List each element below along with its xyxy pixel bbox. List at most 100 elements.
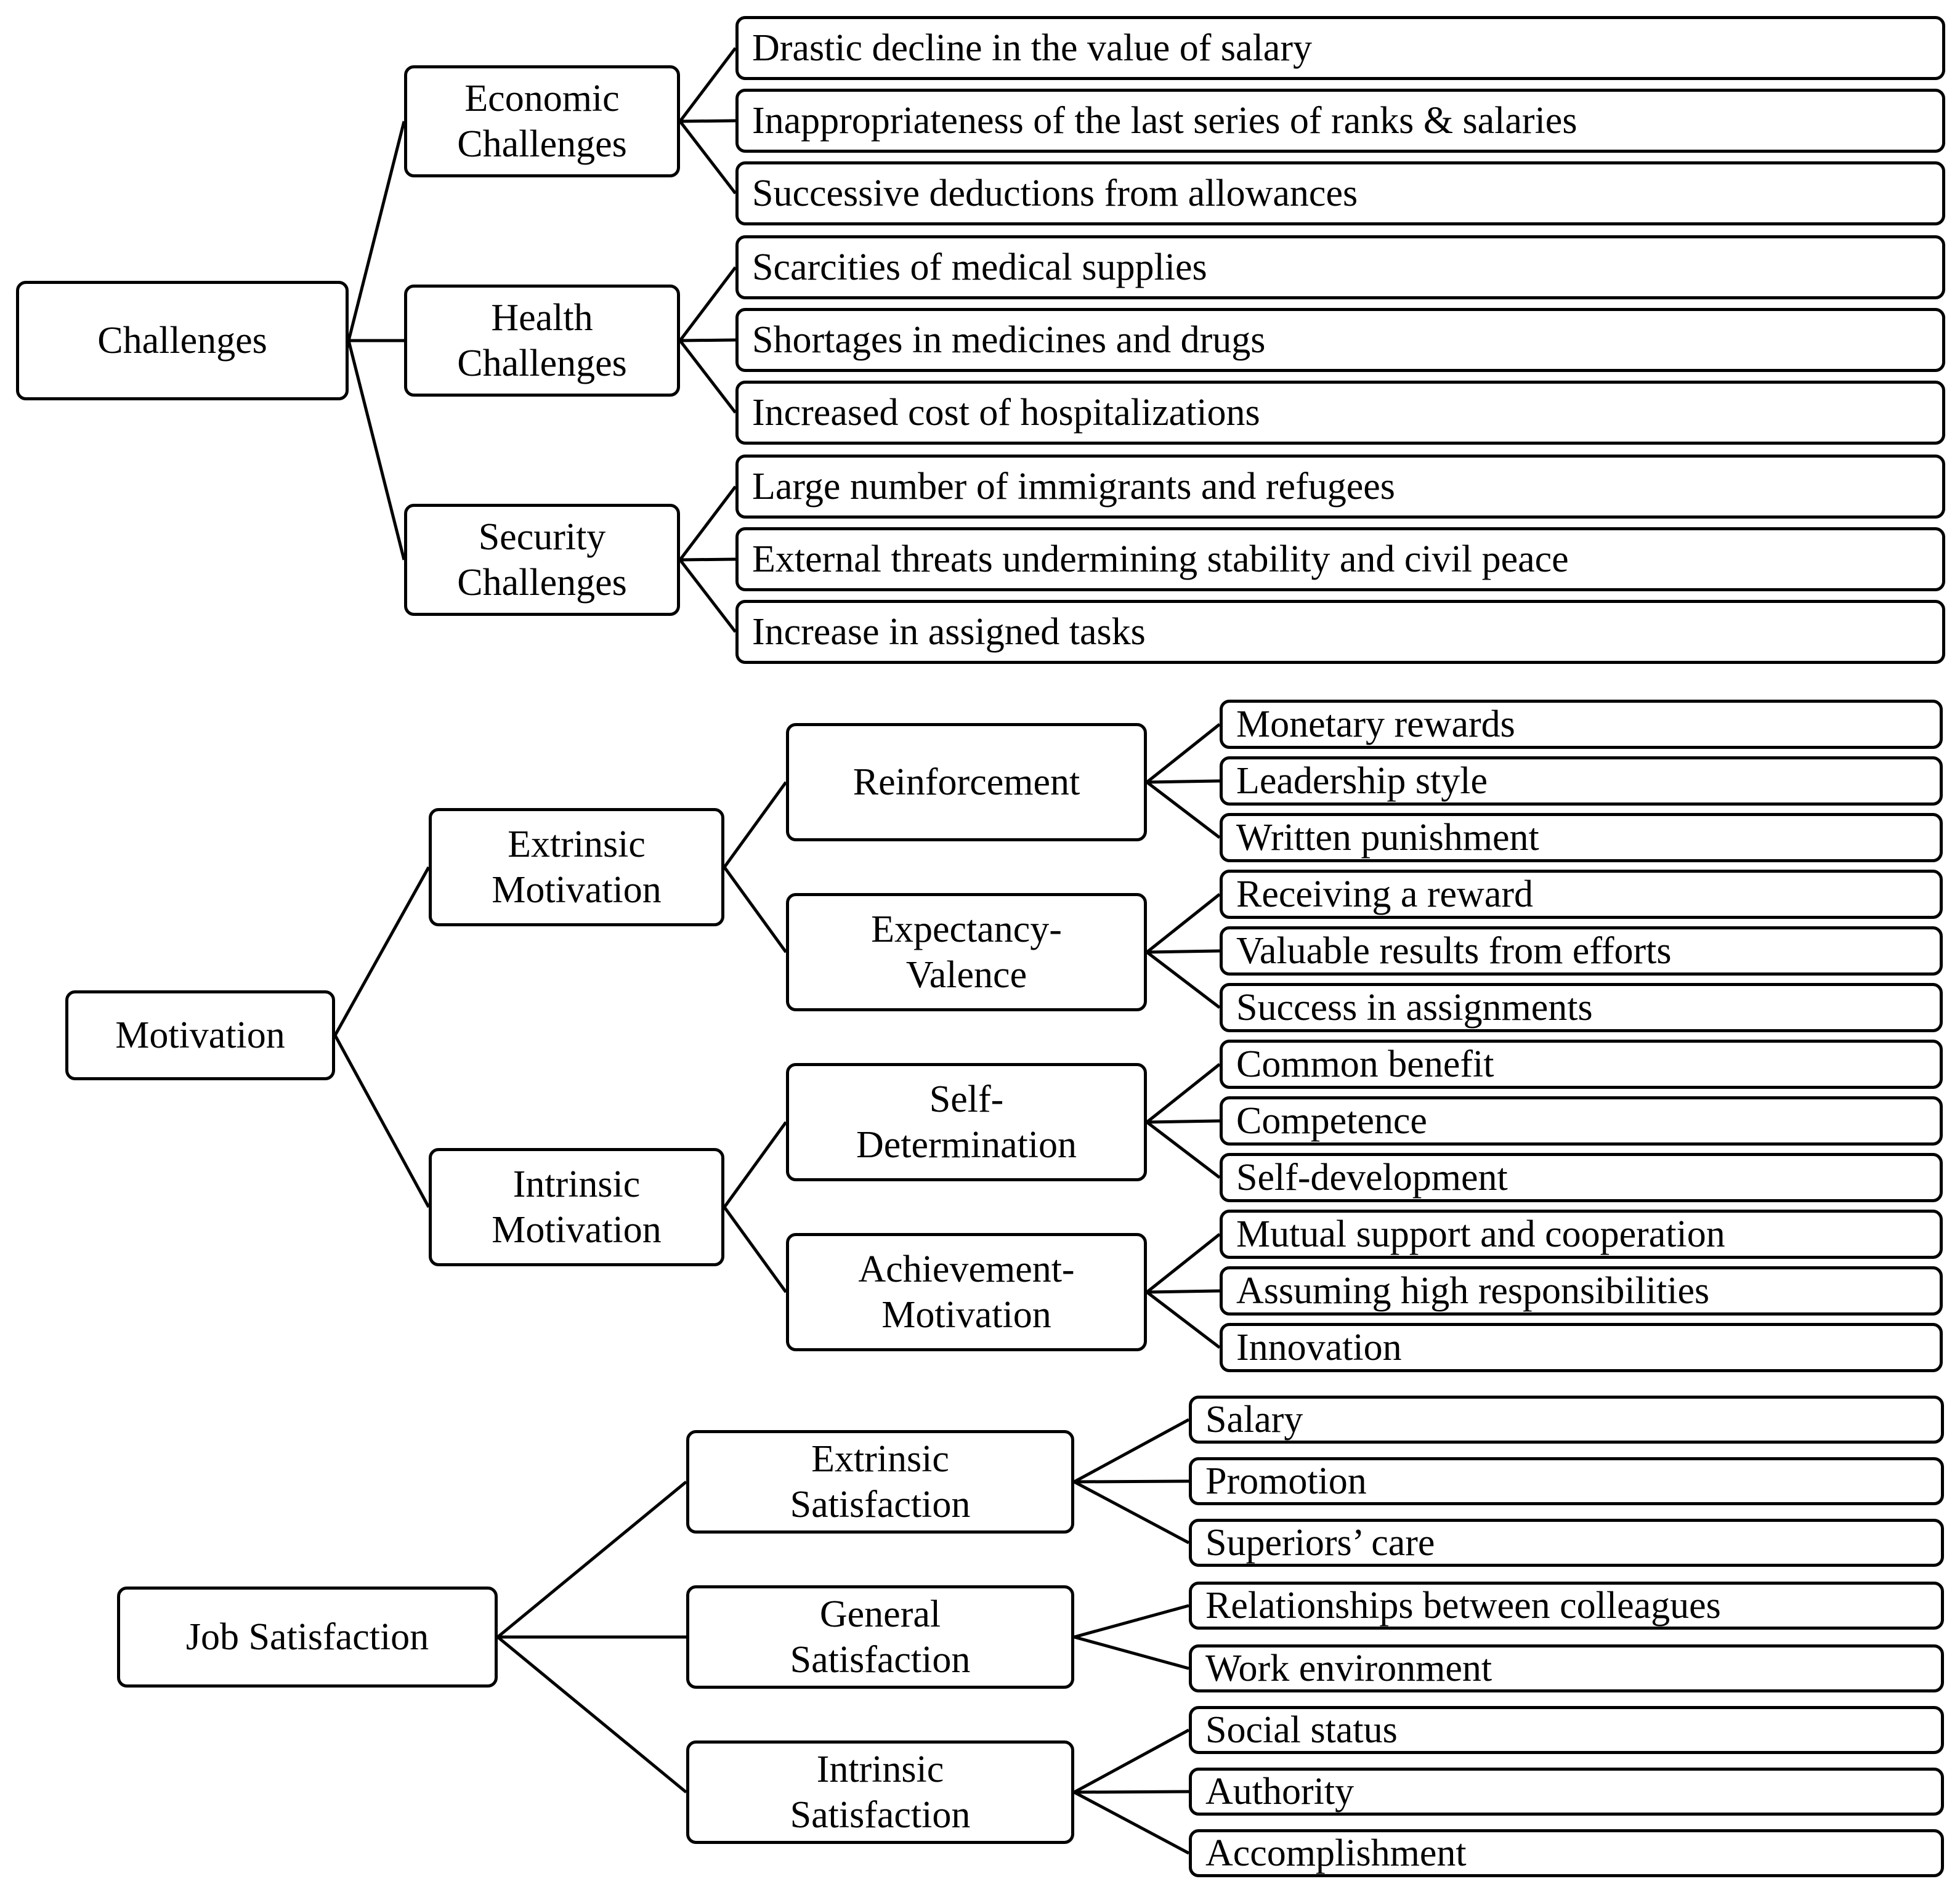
leaf-item: Mutual support and cooperation bbox=[1220, 1210, 1943, 1259]
node-self-determination: Self- Determination bbox=[786, 1063, 1147, 1181]
node-label-line: Motivation bbox=[115, 1014, 285, 1056]
leaf-item: Accomplishment bbox=[1189, 1829, 1944, 1877]
leaf-item: Superiors’ care bbox=[1189, 1519, 1944, 1567]
node-expectancy-valence: Expectancy- Valence bbox=[786, 893, 1147, 1011]
connector-line bbox=[347, 340, 406, 560]
node-label-line: Self- bbox=[929, 1078, 1004, 1120]
leaf-item: Innovation bbox=[1220, 1323, 1943, 1372]
node-label-line: Satisfaction bbox=[790, 1639, 971, 1681]
connector-line bbox=[679, 559, 737, 633]
connector-line bbox=[723, 781, 788, 868]
node-extrinsic-satisfaction: Extrinsic Satisfaction bbox=[686, 1430, 1074, 1534]
leaf-item: Scarcities of medical supplies bbox=[735, 235, 1945, 299]
connector-line bbox=[1073, 1728, 1190, 1794]
node-label-line: Intrinsic bbox=[816, 1748, 944, 1790]
connector-line bbox=[679, 338, 736, 342]
leaf-item: Work environment bbox=[1189, 1644, 1944, 1692]
connector-line bbox=[723, 866, 788, 953]
connector-line bbox=[679, 557, 736, 562]
node-label-line: Intrinsic bbox=[512, 1163, 641, 1205]
connector-line bbox=[679, 339, 737, 414]
leaf-item: Drastic decline in the value of salary bbox=[735, 16, 1945, 80]
node-label-line: General bbox=[819, 1593, 941, 1635]
node-label-line: Challenges bbox=[457, 562, 627, 604]
connector-line bbox=[1146, 949, 1220, 954]
leaf-item: Large number of immigrants and refugees bbox=[735, 455, 1945, 519]
connector-line bbox=[347, 121, 406, 341]
node-label-line: Valence bbox=[905, 954, 1027, 996]
leaf-item: Competence bbox=[1220, 1096, 1943, 1146]
node-security-challenges: Security Challenges bbox=[404, 504, 680, 616]
leaf-item: Increase in assigned tasks bbox=[735, 600, 1945, 664]
node-label-line: Extrinsic bbox=[811, 1437, 949, 1480]
connector-line bbox=[333, 1034, 431, 1208]
node-economic-challenges: Economic Challenges bbox=[404, 65, 680, 177]
leaf-item: Written punishment bbox=[1220, 813, 1943, 862]
node-label-line: Motivation bbox=[492, 1209, 662, 1251]
leaf-item: Monetary rewards bbox=[1220, 700, 1943, 749]
connector-line bbox=[723, 1121, 788, 1208]
connector-line bbox=[1146, 893, 1221, 953]
leaf-item: Shortages in medicines and drugs bbox=[735, 308, 1945, 372]
node-extrinsic-motivation: Extrinsic Motivation bbox=[429, 808, 724, 926]
node-health-challenges: Health Challenges bbox=[404, 285, 680, 397]
node-job-satisfaction: Job Satisfaction bbox=[117, 1587, 498, 1688]
connector-line bbox=[679, 47, 737, 123]
node-label-line: Expectancy- bbox=[871, 908, 1062, 950]
connector-line bbox=[496, 1481, 687, 1638]
node-label-line: Economic bbox=[464, 77, 620, 119]
connector-line bbox=[679, 266, 737, 342]
leaf-item: Assuming high responsibilities bbox=[1220, 1266, 1943, 1316]
leaf-item: Increased cost of hospitalizations bbox=[735, 381, 1945, 445]
node-intrinsic-motivation: Intrinsic Motivation bbox=[429, 1148, 724, 1266]
connector-line bbox=[1146, 1063, 1221, 1123]
node-label-line: Satisfaction bbox=[790, 1794, 971, 1836]
leaf-item: External threats undermining stability a… bbox=[735, 527, 1945, 591]
connector-line bbox=[1146, 723, 1221, 783]
node-intrinsic-satisfaction: Intrinsic Satisfaction bbox=[686, 1740, 1074, 1844]
leaf-item: Self-development bbox=[1220, 1153, 1943, 1202]
leaf-item: Valuable results from efforts bbox=[1220, 926, 1943, 976]
node-label-line: Motivation bbox=[492, 869, 662, 911]
connector-line bbox=[679, 120, 737, 195]
node-label-line: Satisfaction bbox=[790, 1484, 971, 1526]
leaf-item: Inappropriateness of the last series of … bbox=[735, 89, 1945, 153]
connector-line bbox=[1073, 1790, 1190, 1855]
leaf-item: Salary bbox=[1189, 1396, 1944, 1444]
leaf-item: Receiving a reward bbox=[1220, 870, 1943, 919]
connector-line bbox=[1073, 1480, 1190, 1545]
connector-line bbox=[1146, 1119, 1220, 1124]
node-general-satisfaction: General Satisfaction bbox=[686, 1585, 1074, 1689]
node-label-line: Achievement- bbox=[858, 1248, 1075, 1290]
leaf-item: Success in assignments bbox=[1220, 983, 1943, 1032]
node-reinforcement: Reinforcement bbox=[786, 723, 1147, 841]
connector-line bbox=[1146, 779, 1220, 784]
connector-line bbox=[723, 1206, 788, 1293]
connector-line bbox=[1146, 1233, 1221, 1293]
node-label-line: Extrinsic bbox=[508, 823, 646, 865]
leaf-item: Authority bbox=[1189, 1768, 1944, 1816]
node-achievement-motivation: Achievement- Motivation bbox=[786, 1233, 1147, 1351]
connector-line bbox=[496, 1636, 687, 1793]
leaf-item: Leadership style bbox=[1220, 756, 1943, 806]
node-label-line: Security bbox=[478, 515, 606, 558]
leaf-item: Successive deductions from allowances bbox=[735, 161, 1945, 225]
connector-line bbox=[333, 866, 431, 1037]
leaf-item: Relationships between colleagues bbox=[1189, 1582, 1944, 1630]
connector-line bbox=[1146, 1121, 1221, 1179]
node-label-line: Challenges bbox=[457, 123, 627, 165]
leaf-item: Social status bbox=[1189, 1706, 1944, 1754]
leaf-item: Common benefit bbox=[1220, 1040, 1943, 1089]
connector-line bbox=[1074, 1479, 1189, 1484]
node-label-line: Health bbox=[491, 296, 593, 339]
connector-line bbox=[679, 485, 737, 561]
node-motivation: Motivation bbox=[65, 990, 335, 1080]
node-label-line: Challenges bbox=[457, 342, 627, 384]
connector-line bbox=[1146, 1289, 1220, 1294]
node-label-line: Job Satisfaction bbox=[185, 1615, 429, 1658]
connector-line bbox=[1146, 951, 1221, 1009]
node-label-line: Reinforcement bbox=[852, 761, 1080, 803]
node-label-line: Determination bbox=[856, 1124, 1077, 1166]
connector-line bbox=[1074, 1635, 1189, 1670]
